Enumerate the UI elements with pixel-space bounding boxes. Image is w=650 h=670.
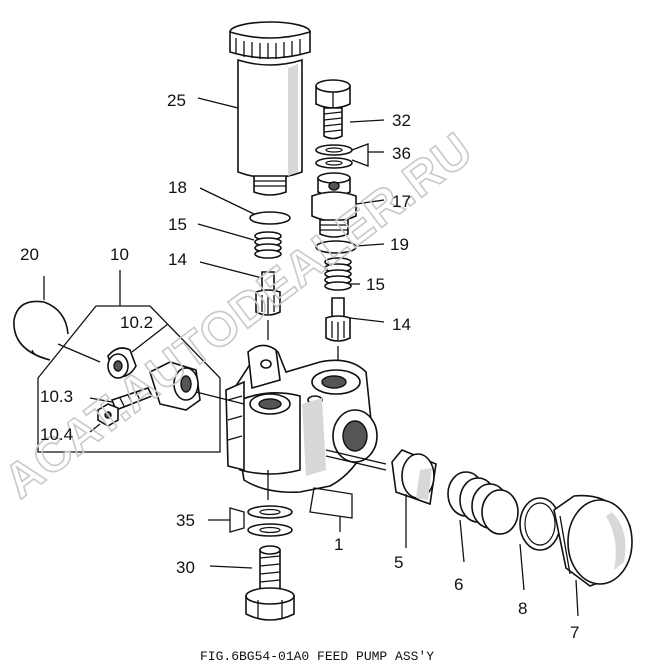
group-10-inset <box>37 270 245 453</box>
label-36: 36 <box>392 144 411 163</box>
label-32: 32 <box>392 111 411 130</box>
label-15-right: 15 <box>366 275 385 294</box>
part-15-spring-left <box>254 231 282 259</box>
label-6: 6 <box>454 575 463 594</box>
part-6-gaskets <box>447 471 519 535</box>
label-10-2: 10.2 <box>120 313 153 332</box>
part-labels: 25 32 36 18 17 15 19 14 15 20 10 14 10.2… <box>20 91 579 642</box>
part-10-4-nut <box>97 403 119 427</box>
label-25: 25 <box>167 91 186 110</box>
label-8: 8 <box>518 599 527 618</box>
label-20: 20 <box>20 245 39 264</box>
part-18-o-ring <box>249 211 291 225</box>
part-7-cap <box>553 494 633 587</box>
leader-lines <box>89 97 579 617</box>
part-32-banjo-bolt <box>315 79 351 140</box>
part-20-snap-ring <box>13 276 101 363</box>
label-7: 7 <box>570 623 579 642</box>
label-19: 19 <box>390 235 409 254</box>
label-14-left: 14 <box>168 250 187 269</box>
part-19-o-ring <box>315 240 357 254</box>
part-14-valve-right <box>325 297 351 366</box>
label-15-left: 15 <box>168 215 187 234</box>
part-30-bolt <box>245 545 295 621</box>
part-5-filter <box>391 449 437 506</box>
part-10-2-bushing <box>107 347 137 379</box>
part-8-o-ring <box>519 497 561 551</box>
part-15-spring-right <box>324 257 352 291</box>
label-10-3: 10.3 <box>40 387 73 406</box>
part-25-priming-pump <box>229 21 311 196</box>
label-18: 18 <box>168 178 187 197</box>
part-17-connector <box>311 172 357 238</box>
label-5: 5 <box>394 553 403 572</box>
label-35: 35 <box>176 511 195 530</box>
label-14-right: 14 <box>392 315 411 334</box>
part-36-washers <box>315 144 353 169</box>
label-30: 30 <box>176 558 195 577</box>
label-1: 1 <box>334 535 343 554</box>
part-14-valve-left <box>255 271 281 340</box>
figure-caption: FIG.6BG54-01A0 FEED PUMP ASS'Y <box>200 649 434 664</box>
part-35-washers <box>247 505 293 537</box>
label-10-4: 10.4 <box>40 425 73 444</box>
label-17: 17 <box>392 192 411 211</box>
part-1-pump-body <box>225 344 387 500</box>
label-10: 10 <box>110 245 129 264</box>
part-10-fitting <box>149 361 221 411</box>
